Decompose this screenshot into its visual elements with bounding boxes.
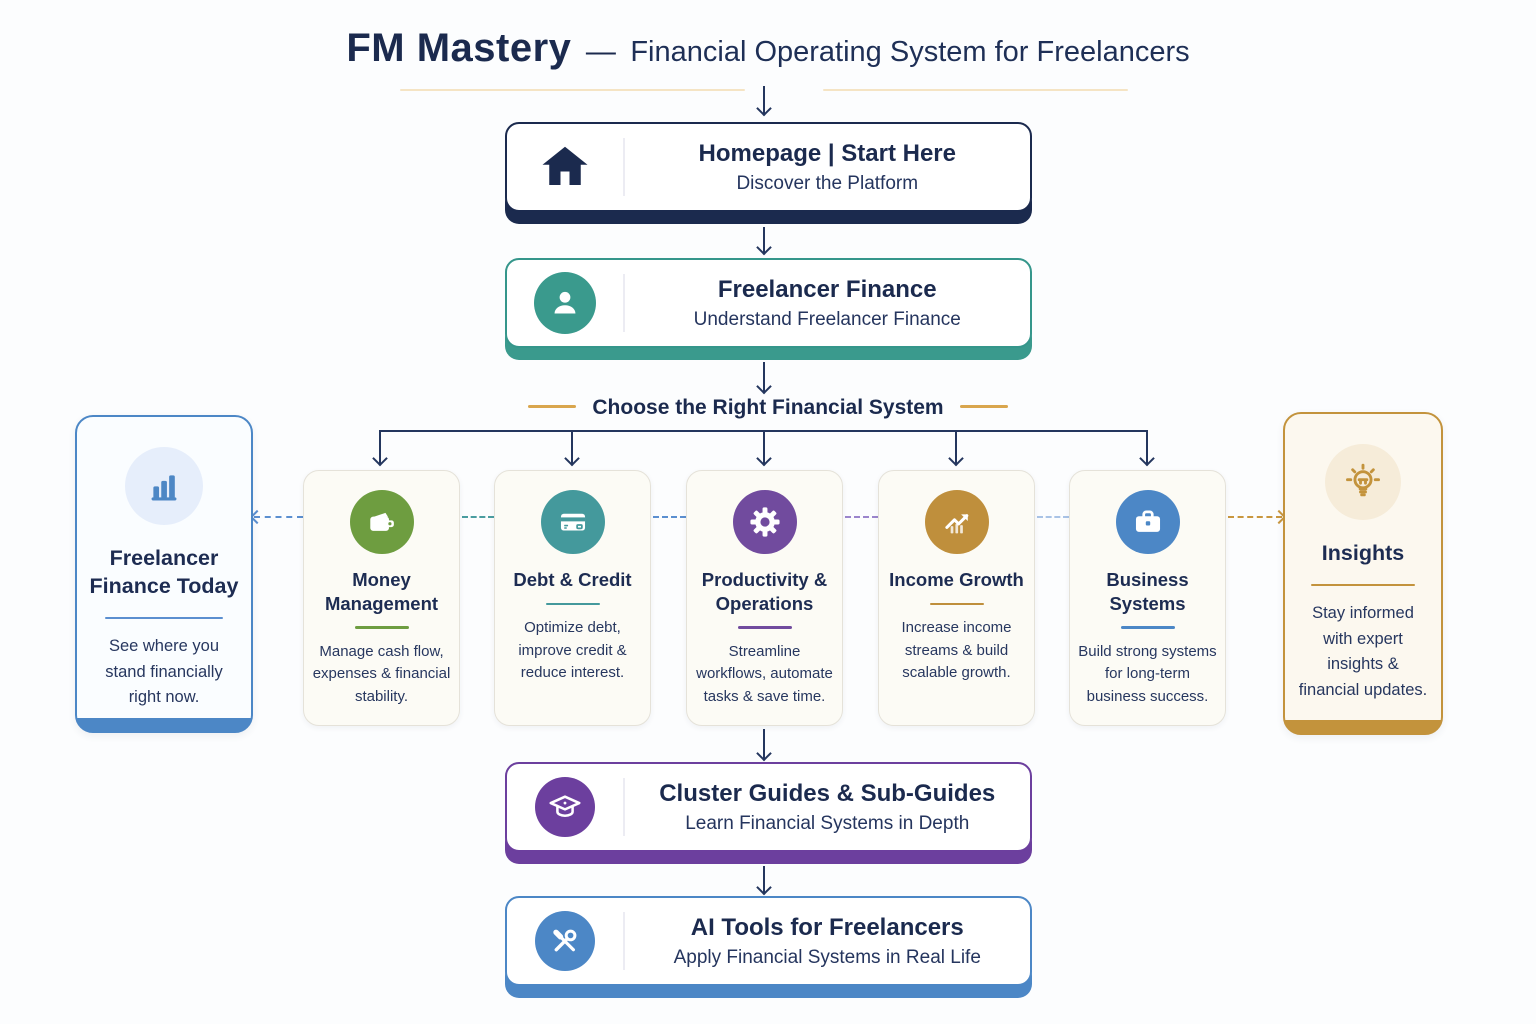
card-divider (354, 626, 409, 629)
graduation-cap-icon-circle (535, 777, 595, 837)
card-divider (737, 626, 792, 629)
homepage-title: Homepage | Start Here (698, 139, 956, 167)
tools-icon (553, 929, 577, 952)
cluster-guides-subtitle: Learn Financial Systems in Depth (685, 812, 970, 834)
side-card-description: Stay informed with expert insights & fin… (1298, 604, 1428, 699)
freelancer-finance-subtitle: Understand Freelancer Finance (693, 308, 961, 330)
card-business-systems: Business Systems Build strong systems fo… (1069, 470, 1226, 726)
dashed-link-4-5 (1037, 516, 1069, 518)
side-card-title: Insights (1321, 541, 1405, 565)
title-rule-left (400, 89, 745, 91)
card-description: Increase income streams & build scalable… (901, 619, 1012, 682)
brand-title: FM Mastery (346, 26, 572, 70)
card-title: Debt & Credit (513, 569, 632, 590)
arrow-cards-to-cluster (763, 729, 766, 759)
card-title: Money Management (324, 569, 439, 614)
branch-arrow-2 (571, 430, 574, 464)
card-description: Manage cash flow, expenses & financial s… (312, 642, 451, 705)
lightbulb-icon (1346, 463, 1380, 497)
page-subtitle: Financial Operating System for Freelance… (630, 36, 1190, 68)
dashed-link-2-3 (653, 516, 686, 518)
growth-chart-icon-circle (924, 490, 989, 554)
branch-arrow-3 (763, 430, 766, 464)
card-title: Productivity & Operations (701, 569, 828, 614)
freelancer-finance-box: Freelancer Finance Understand Freelancer… (505, 258, 1032, 360)
side-card-divider (105, 616, 223, 620)
homepage-subtitle: Discover the Platform (736, 172, 919, 194)
cluster-guides-title: Cluster Guides & Sub-Guides (659, 779, 996, 807)
arrow-homepage-to-finance (763, 227, 766, 253)
gear-icon-circle (732, 490, 797, 554)
tools-icon-circle (535, 911, 595, 971)
growth-chart-icon (944, 514, 968, 534)
branch-label: Choose the Right Financial System (0, 396, 1536, 420)
branch-arrow-5 (1146, 430, 1149, 464)
card-description: Streamline workflows, automate tasks & s… (696, 642, 833, 705)
freelancer-finance-title: Freelancer Finance (717, 275, 937, 303)
briefcase-icon-circle (1115, 490, 1180, 554)
card-income-growth: Income Growth Increase income streams & … (878, 470, 1035, 726)
wallet-icon (369, 512, 394, 531)
card-insights: Insights Stay informed with expert insig… (1283, 412, 1443, 735)
lightbulb-icon-circle (1325, 444, 1401, 520)
card-title: Business Systems (1106, 569, 1189, 614)
card-title: Income Growth (889, 569, 1024, 590)
card-freelancer-finance-today: Freelancer Finance Today See where you s… (75, 415, 253, 733)
divider (623, 274, 625, 332)
card-description: Optimize debt, improve credit & reduce i… (518, 619, 627, 682)
ai-tools-box: AI Tools for Freelancers Apply Financial… (505, 896, 1032, 998)
dashed-arrow-to-left-card (254, 516, 303, 518)
ai-tools-title: AI Tools for Freelancers (690, 913, 964, 941)
card-divider (929, 602, 984, 606)
card-debt-credit: Debt & Credit Optimize debt, improve cre… (494, 470, 651, 726)
divider (623, 778, 625, 836)
divider (623, 912, 625, 970)
side-card-description: See where you stand financially right no… (105, 637, 223, 707)
home-icon (542, 146, 588, 185)
credit-card-icon (560, 513, 585, 531)
arrow-finance-to-choose (763, 362, 766, 392)
card-divider (545, 602, 600, 606)
branch-label-dash-left (528, 405, 577, 409)
briefcase-icon (1135, 510, 1160, 532)
branch-arrow-4 (955, 430, 958, 464)
divider (623, 138, 625, 196)
side-card-divider (1311, 583, 1415, 587)
bar-chart-icon-circle (125, 447, 203, 525)
card-productivity-operations: Productivity & Operations Streamline wor… (686, 470, 843, 726)
title-rule-right (823, 89, 1128, 91)
arrow-cluster-to-aitools (763, 866, 766, 893)
dashed-link-3-4 (845, 516, 878, 518)
cluster-guides-box: Cluster Guides & Sub-Guides Learn Financ… (505, 762, 1032, 864)
homepage-icon-zone (507, 124, 623, 210)
homepage-box: Homepage | Start Here Discover the Platf… (505, 122, 1032, 224)
dashed-arrow-to-right-card (1228, 516, 1282, 518)
graduation-cap-icon (549, 795, 581, 817)
title-separator: — (585, 35, 616, 68)
dashed-link-1-2 (462, 516, 494, 518)
side-card-title: Freelancer Finance Today (89, 546, 239, 598)
branch-arrow-1 (379, 430, 382, 464)
gear-icon (749, 507, 780, 537)
ai-tools-subtitle: Apply Financial Systems in Real Life (673, 946, 981, 968)
freelancer-finance-icon-zone (507, 260, 623, 346)
credit-card-icon-circle (540, 490, 605, 554)
page-title: FM Mastery — Financial Operating System … (0, 26, 1536, 71)
cluster-guides-icon-zone (507, 764, 623, 850)
card-description: Build strong systems for long-term busin… (1078, 642, 1217, 705)
ai-tools-icon-zone (507, 898, 623, 984)
card-money-management: Money Management Manage cash flow, expen… (303, 470, 460, 726)
card-divider (1120, 626, 1175, 629)
arrow-title-to-homepage (763, 86, 766, 114)
wallet-icon-circle (349, 490, 414, 554)
person-icon-circle (534, 272, 596, 334)
branch-label-dash-right (959, 405, 1008, 409)
bar-chart-icon (151, 475, 177, 501)
person-icon (554, 291, 576, 314)
